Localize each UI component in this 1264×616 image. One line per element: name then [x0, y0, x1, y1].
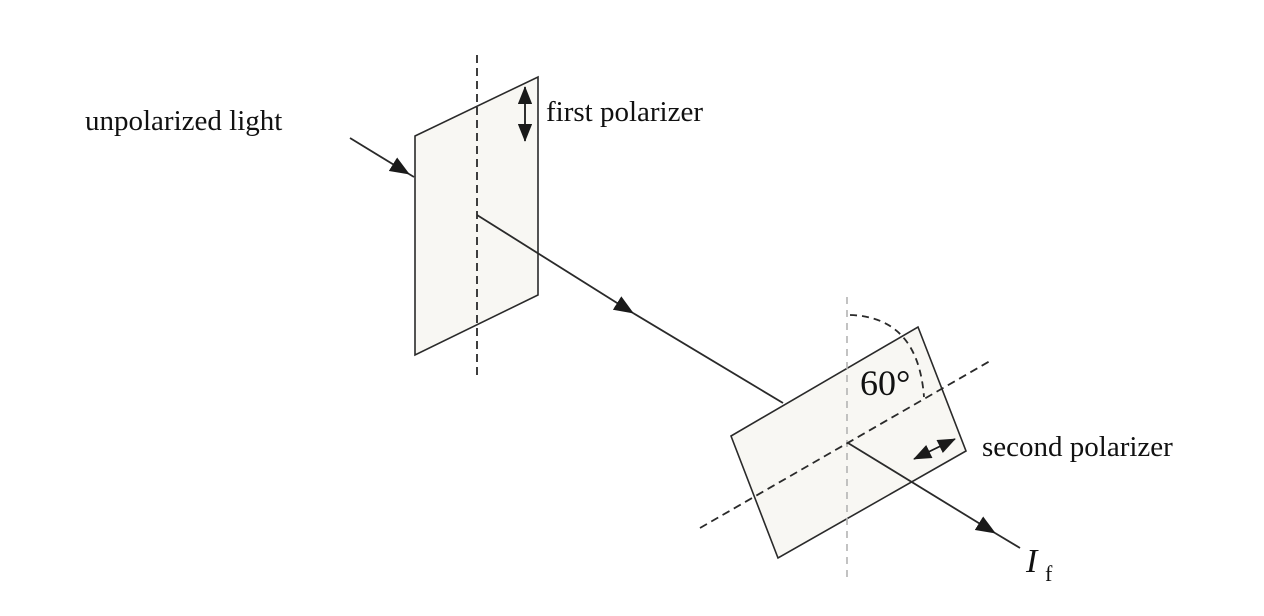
first-polarizer-label: first polarizer	[546, 96, 703, 128]
second-polarizer-axis-double-arrow-icon	[913, 438, 956, 460]
middle-ray	[476, 214, 634, 314]
middle-ray-tail	[632, 312, 784, 404]
incoming-ray-tail	[408, 173, 415, 178]
output-intensity-subscript: f	[1045, 561, 1053, 586]
unpolarized-light-label: unpolarized light	[85, 105, 282, 137]
incoming-ray	[349, 137, 410, 175]
output-ray-tail	[994, 532, 1021, 549]
output-intensity-symbol: I	[1025, 543, 1039, 580]
output-ray	[847, 442, 996, 534]
second-polarizer-label: second polarizer	[982, 431, 1173, 463]
angle-arc	[849, 314, 925, 398]
second-polarizer-transmission-axis-dashed-line	[699, 360, 991, 529]
angle-label: 60°	[860, 363, 910, 403]
